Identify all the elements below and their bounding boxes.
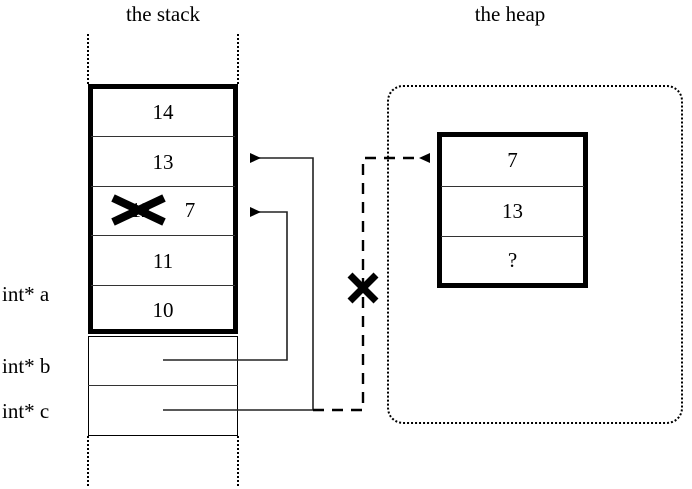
var-label-b: int* b [2,354,51,378]
stack-cell-1: 13 [88,137,238,187]
heap-title: the heap [474,2,546,26]
heap-cell-0-value: 7 [507,148,518,172]
stack-pointer-slots-box [88,336,238,436]
stack-cell-2-old-value: 12 [130,198,152,222]
stack-divider-0 [91,136,235,137]
stack-cell-0-value: 14 [152,100,174,124]
heap-cell-1-value: 13 [502,199,523,223]
heap-divider-1 [441,236,584,237]
stack-cell-2-new-value: 7 [184,198,196,222]
stack-cell-3-value: 11 [152,249,174,273]
heap-cell-2-value: ? [507,248,518,272]
stack-pointer-divider [88,385,238,386]
var-label-c: int* c [2,399,50,423]
stack-cell-2: 12 7 [88,186,238,234]
stack-cell-0: 14 [88,87,238,137]
cross-mark-dangling-pointer [347,272,379,304]
stack-guide-left-bottom [87,436,89,486]
stack-title: the stack [125,2,201,26]
heap-divider-0 [441,186,584,187]
stack-cell-3: 11 [88,236,238,286]
stack-cell-4: 10 [88,285,238,335]
heap-cell-1: 13 [437,185,588,237]
stack-cell-1-value: 13 [152,150,174,174]
heap-block-box [437,132,588,288]
stack-guide-left-top [87,34,89,84]
stack-cell-4-value: 10 [152,298,174,322]
stack-guide-right-top [237,34,239,84]
var-label-a: int* a [2,282,50,306]
heap-cell-0: 7 [437,134,588,186]
stack-guide-right-bottom [237,436,239,486]
heap-cell-2: ? [437,234,588,286]
